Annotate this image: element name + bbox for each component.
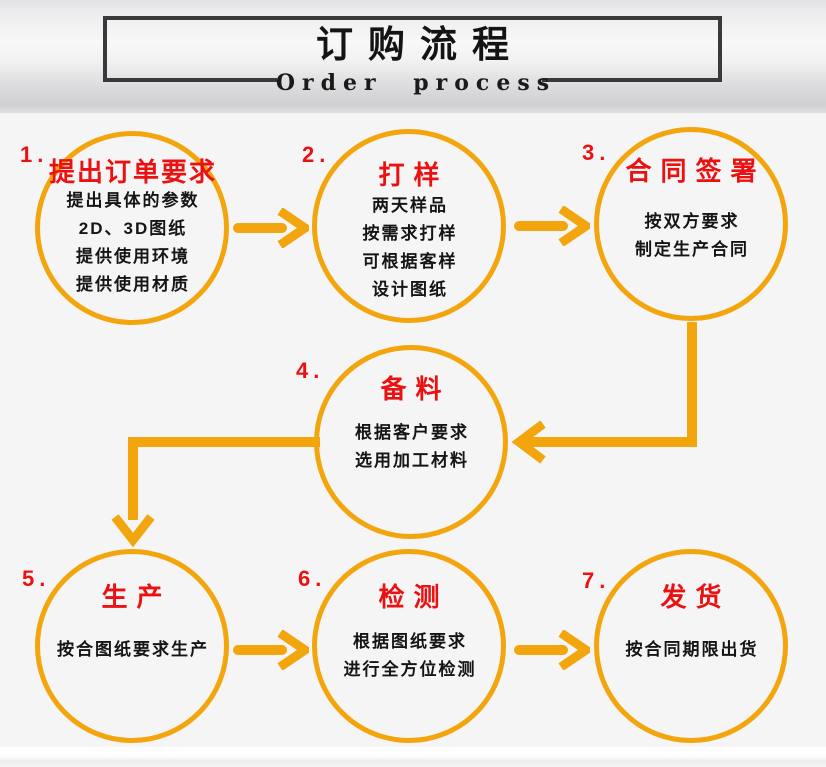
step-number-1: 1.	[20, 142, 49, 167]
step-circle-5: 生产 按合图纸要求生产	[35, 549, 229, 743]
step-title-3: 合同签署	[625, 156, 766, 186]
step-circle-4: 备料 根据客户要求 选用加工材料	[314, 345, 508, 539]
bottom-white-strip	[0, 747, 826, 767]
arrow-elbow-3-4-icon	[511, 322, 697, 464]
step-circle-2: 打样 两天样品 按需求打样 可根据客样 设计图纸	[312, 129, 506, 323]
step-line: 根据图纸要求	[353, 632, 467, 651]
step-lines-2: 两天样品 按需求打样 可根据客样 设计图纸	[361, 192, 458, 304]
step-title-1: 提出订单要求	[48, 157, 217, 187]
step-line: 按双方要求	[644, 212, 740, 231]
step-line: 提供使用环境	[76, 247, 190, 266]
arrow-right-1-2-icon	[233, 208, 309, 248]
step-line: 两天样品	[372, 196, 448, 215]
arrow-right-5-6-icon	[233, 630, 309, 670]
step-line: 设计图纸	[372, 280, 448, 299]
step-lines-7: 按合同期限出货	[624, 636, 759, 664]
step-lines-5: 按合图纸要求生产	[55, 636, 209, 664]
step-number-2: 2.	[302, 142, 331, 167]
step-title-4: 备料	[380, 374, 451, 404]
header-frame-bottom-left	[103, 78, 277, 82]
step-line: 进行全方位检测	[343, 660, 477, 679]
arrow-elbow-4-5-icon	[111, 437, 320, 548]
step-line: 按合同期限出货	[625, 640, 759, 659]
step-line: 提出具体的参数	[66, 191, 200, 210]
step-line: 按合图纸要求生产	[57, 640, 209, 659]
step-line: 选用加工材料	[355, 451, 469, 470]
arrow-right-2-3-icon	[514, 206, 590, 246]
header-frame-bottom-right	[542, 78, 722, 82]
step-line: 提供使用材质	[76, 275, 190, 294]
step-circle-3: 合同签署 按双方要求 制定生产合同	[594, 127, 788, 321]
step-lines-3: 按双方要求 制定生产合同	[633, 208, 749, 264]
arrow-right-6-7-icon	[514, 630, 590, 670]
step-title-5: 生产	[101, 582, 172, 612]
step-number-3: 3.	[582, 140, 611, 165]
step-circle-1: 提出订单要求 提出具体的参数 2D、3D图纸 提供使用环境 提供使用材质	[35, 131, 229, 325]
step-title-2: 打样	[378, 160, 449, 190]
step-lines-1: 提出具体的参数 2D、3D图纸 提供使用环境 提供使用材质	[65, 187, 200, 299]
step-lines-4: 根据客户要求 选用加工材料	[353, 419, 469, 475]
step-line: 制定生产合同	[635, 240, 749, 259]
step-title-7: 发货	[660, 582, 731, 612]
step-number-7: 7.	[582, 568, 611, 593]
step-line: 可根据客样	[362, 252, 458, 271]
step-number-4: 4.	[296, 358, 325, 383]
step-line: 2D、3D图纸	[78, 219, 188, 238]
step-circle-7: 发货 按合同期限出货	[594, 549, 788, 743]
header: 订购流程 Order process	[103, 16, 722, 96]
step-circle-6: 检测 根据图纸要求 进行全方位检测	[312, 549, 506, 743]
step-number-5: 5.	[22, 566, 51, 591]
step-line: 根据客户要求	[355, 423, 469, 442]
step-lines-6: 根据图纸要求 进行全方位检测	[342, 628, 477, 684]
page-title: 订购流程	[316, 24, 524, 65]
page-subtitle: Order process	[275, 70, 557, 96]
step-title-6: 检测	[378, 582, 449, 612]
step-number-6: 6.	[298, 566, 327, 591]
header-frame	[103, 16, 722, 78]
step-line: 按需求打样	[362, 224, 458, 243]
